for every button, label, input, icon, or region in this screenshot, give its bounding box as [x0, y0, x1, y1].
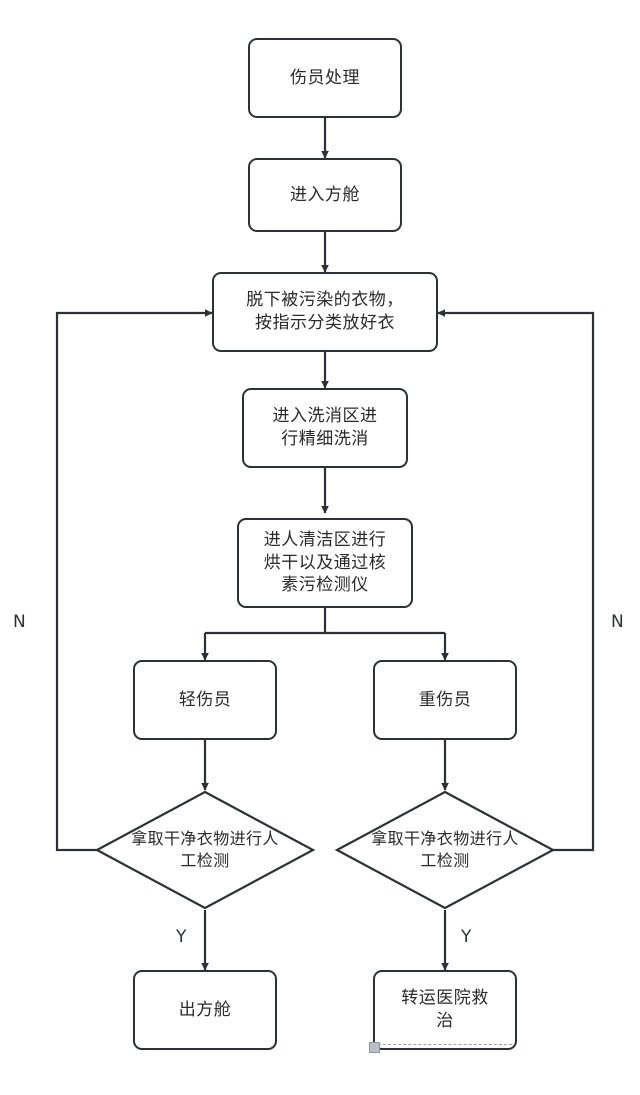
node-clean-area[interactable]: 进人清洁区进行 烘干以及通过核 素污检测仪: [237, 518, 413, 608]
edge-check-right-no-loopback: [437, 309, 595, 852]
node-check-left[interactable]: 拿取干净衣物进行人 工检测: [94, 790, 316, 910]
diamond-shape-left: [94, 790, 316, 910]
edge-check-left-no-loopback: [55, 309, 213, 852]
node-enter-cabin[interactable]: 进入方舱: [248, 158, 402, 232]
edge-label-yes-right: Y: [461, 927, 472, 947]
edge-label-no-right: N: [611, 612, 624, 632]
node-check-right-label: 拿取干净衣物进行人 工检测: [371, 829, 519, 870]
edge-label-no-left: N: [13, 612, 26, 632]
node-severe-injury[interactable]: 重伤员: [373, 660, 517, 740]
node-wash-area[interactable]: 进入洗消区进 行精细洗消: [242, 388, 408, 468]
node-transfer-hospital[interactable]: 转运医院救 治: [373, 970, 517, 1050]
node-check-right[interactable]: 拿取干净衣物进行人 工检测: [334, 790, 556, 910]
edge-label-yes-left: Y: [176, 927, 187, 947]
node-minor-injury[interactable]: 轻伤员: [133, 660, 277, 740]
diamond-shape-right: [334, 790, 556, 910]
node-exit-cabin[interactable]: 出方舱: [133, 970, 277, 1050]
selection-handle-bottom-left[interactable]: [369, 1042, 380, 1053]
node-start[interactable]: 伤员处理: [248, 38, 402, 118]
node-check-left-label: 拿取干净衣物进行人 工检测: [131, 829, 279, 870]
node-remove-clothes[interactable]: 脱下被污染的衣物， 按指示分类放好衣: [212, 272, 438, 352]
